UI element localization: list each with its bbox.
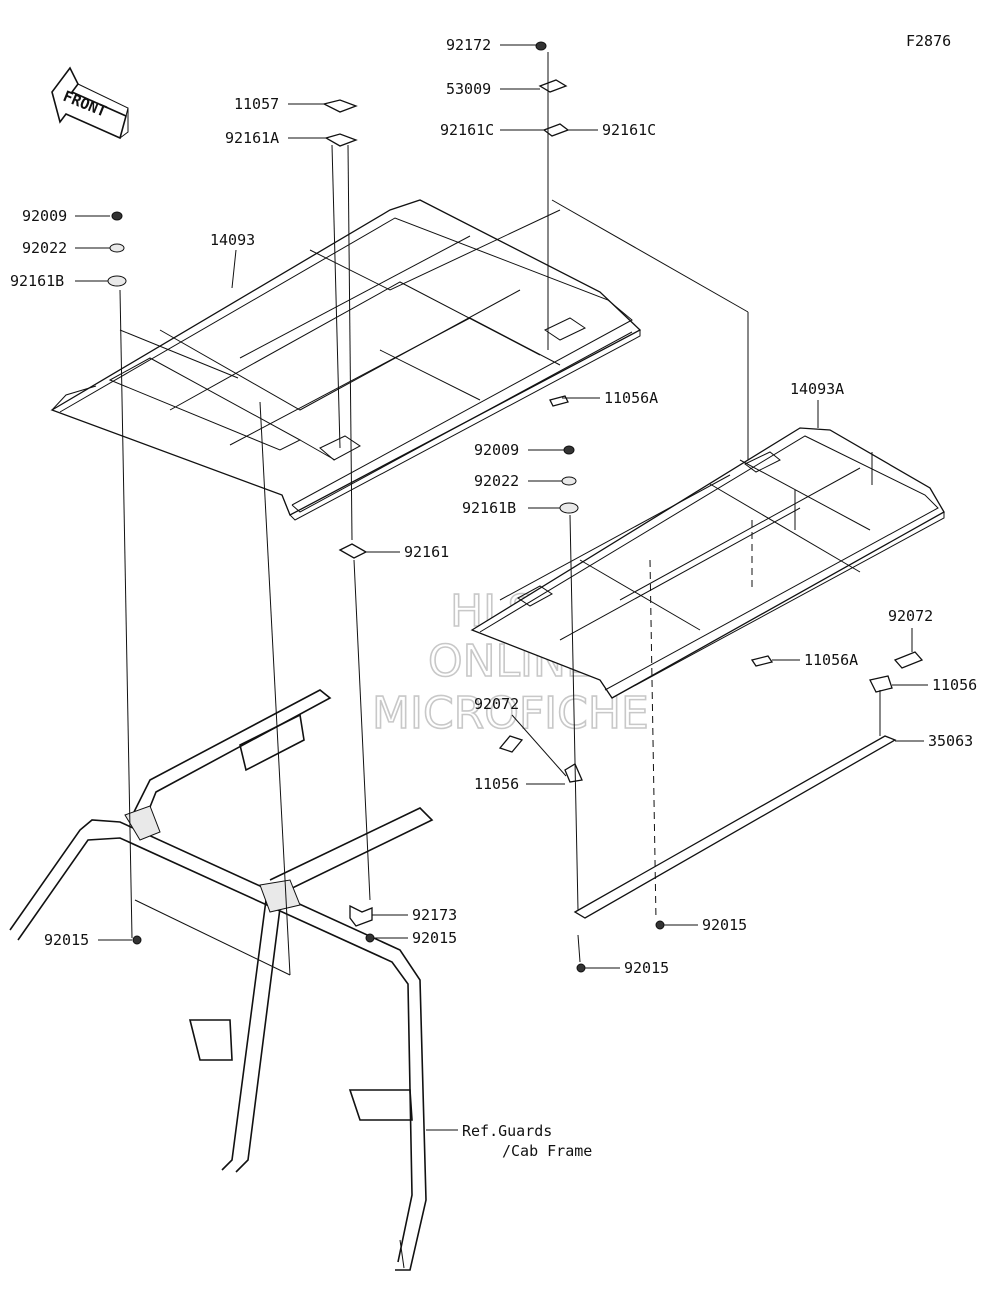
assembly-lines — [119, 52, 881, 976]
callout-leaders — [75, 44, 928, 1131]
part-label-92161A[interactable]: 92161A — [225, 129, 279, 147]
front-arrow-icon: FRONT — [51, 66, 129, 140]
bracket-92173 — [349, 904, 373, 927]
pad-92161 — [338, 543, 368, 559]
watermark-line-3: MICROFICHE — [372, 688, 649, 739]
part-label-11056A-lower[interactable]: 11056A — [804, 651, 858, 669]
hardware-parts — [107, 41, 924, 973]
clip-11056-right — [869, 675, 893, 693]
part-label-92173[interactable]: 92173 — [412, 906, 457, 924]
part-label-92009-right[interactable]: 92009 — [474, 441, 519, 459]
part-label-92015-b[interactable]: 92015 — [412, 929, 457, 947]
nut-icon — [655, 920, 665, 930]
figure-id: F2876 — [906, 32, 951, 50]
clip-icon — [750, 655, 774, 667]
part-label-92161C-right[interactable]: 92161C — [602, 121, 656, 139]
part-label-11056-left[interactable]: 11056 — [474, 775, 519, 793]
part-label-35063[interactable]: 35063 — [928, 732, 973, 750]
washer-icon — [561, 476, 577, 486]
part-label-92161B-left[interactable]: 92161B — [10, 272, 64, 290]
nut-icon — [365, 933, 375, 943]
bolt-icon — [563, 445, 575, 455]
clip-11056-left — [564, 763, 583, 783]
part-label-92022-right[interactable]: 92022 — [474, 472, 519, 490]
part-label-92072-left[interactable]: 92072 — [474, 695, 519, 713]
part-label-14093A[interactable]: 14093A — [790, 380, 844, 398]
front-roof-panel — [50, 199, 642, 521]
nut-icon — [576, 963, 586, 973]
part-label-92072-right[interactable]: 92072 — [888, 607, 933, 625]
plate-92161A — [324, 133, 358, 147]
part-label-92022-left[interactable]: 92022 — [22, 239, 67, 257]
cab-frame — [9, 689, 434, 1271]
part-label-92161C-left[interactable]: 92161C — [440, 121, 494, 139]
part-label-11057[interactable]: 11057 — [234, 95, 279, 113]
clip-92072-right — [893, 651, 924, 669]
plate-11057 — [322, 99, 358, 113]
washer-icon — [107, 275, 127, 287]
plate-53009 — [538, 79, 568, 93]
bracket-35063 — [573, 735, 897, 919]
part-label-92015-a[interactable]: 92015 — [44, 931, 89, 949]
part-label-11056A-upper[interactable]: 11056A — [604, 389, 658, 407]
part-label-92161[interactable]: 92161 — [404, 543, 449, 561]
clip-92072-left — [498, 735, 524, 753]
part-label-11056-right[interactable]: 11056 — [932, 676, 977, 694]
part-label-92161B-right[interactable]: 92161B — [462, 499, 516, 517]
part-label-92015-d[interactable]: 92015 — [624, 959, 669, 977]
part-labels: 92172 53009 92161C 92161C 11057 92161A 9… — [10, 36, 977, 1160]
part-label-53009[interactable]: 53009 — [446, 80, 491, 98]
nut-icon — [132, 935, 142, 945]
reference-line-2[interactable]: /Cab Frame — [502, 1142, 592, 1160]
washer-icon — [109, 243, 125, 253]
part-label-14093[interactable]: 14093 — [210, 231, 255, 249]
part-label-92009-left[interactable]: 92009 — [22, 207, 67, 225]
washer-icon — [559, 502, 579, 514]
part-label-92172[interactable]: 92172 — [446, 36, 491, 54]
part-label-92015-c[interactable]: 92015 — [702, 916, 747, 934]
bolt-icon — [535, 41, 547, 51]
reference-line-1[interactable]: Ref.Guards — [462, 1122, 552, 1140]
rear-roof-panel — [470, 427, 945, 699]
bolt-icon — [111, 211, 123, 221]
